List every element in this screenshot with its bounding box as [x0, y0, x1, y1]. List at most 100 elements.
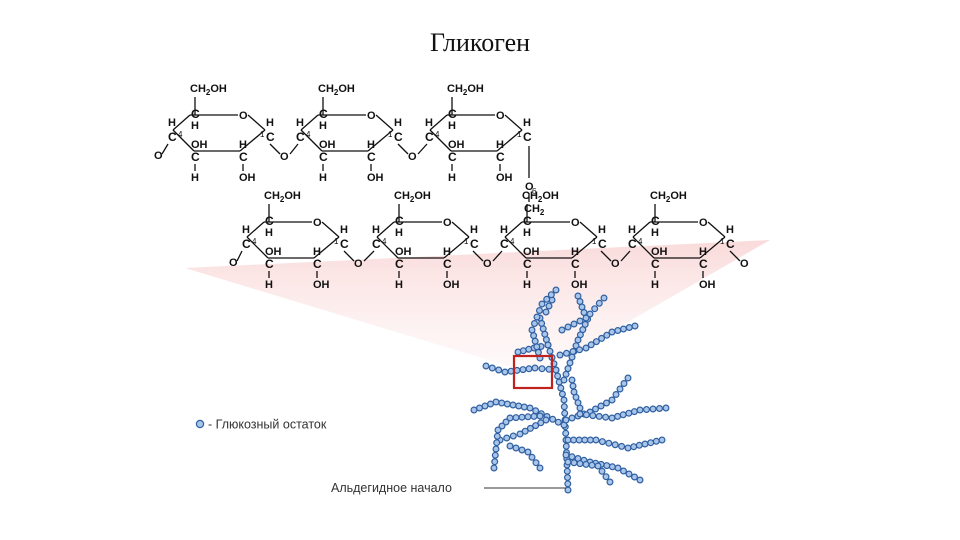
legend: - Глюкозный остаток [195, 418, 327, 432]
glucose-residue-bead [494, 426, 502, 434]
glucose-ring-top-3-c1-number: 1 [517, 130, 522, 139]
glucose-ring-bottom-4-c5-h: H [651, 227, 659, 239]
glucose-residue-bead [624, 444, 632, 452]
glucose-ring-top-2-c4-h: H [296, 117, 304, 129]
glucose-residue-bead [641, 440, 649, 448]
glucose-ring-bottom-1-bond [246, 221, 265, 238]
glucose-ring-bottom-1-bond [321, 221, 340, 238]
bottom-glycosidic-bond [600, 250, 612, 262]
glucose-ring-bottom-3-c4-number: 4 [510, 237, 515, 246]
glucose-ring-bottom-4-c2-label: C [699, 257, 708, 271]
glucose-residue-bead [528, 326, 536, 334]
glucose-residue-bead [493, 439, 501, 447]
glucose-residue-bead [495, 366, 503, 374]
glucose-residue-bead [557, 384, 565, 392]
glucose-ring-top-3-c5-label: C [448, 107, 457, 121]
glucose-ring-top-1-c3-h: H [191, 172, 199, 184]
glucose-ring-bottom-1-bond [246, 236, 269, 259]
glucose-residue-bead [575, 436, 583, 444]
glucose-residue-bead [562, 442, 570, 450]
glucose-ring-top-3-c3-oh: OH [448, 139, 465, 151]
glucose-residue-bead [503, 434, 511, 442]
glucose-residue-bead [542, 416, 550, 424]
glucose-ring-bottom-4-c4-label: C [628, 237, 637, 251]
glucose-residue-bead [625, 409, 633, 417]
glucose-residue-bead [582, 344, 590, 352]
glucose-residue-bead [631, 322, 639, 330]
glucose-residue-bead [558, 326, 566, 334]
glucose-residue-bead [616, 385, 624, 393]
glucose-ring-top-3-c1-h: H [523, 117, 531, 129]
top-glycosidic-oxygen-2: O [408, 151, 417, 163]
glucose-residue-bead [568, 453, 576, 461]
glucose-ring-top-3-ring-oxygen: O [496, 110, 505, 122]
glucose-ring-bottom-1-ring-oxygen: O [313, 217, 322, 229]
glucose-residue-bead [597, 402, 605, 410]
glucose-ring-top-1-bond [239, 129, 266, 152]
glucose-residue-bead [603, 462, 611, 470]
glucose-ring-bottom-4-c1-h: H [726, 224, 734, 236]
glucose-residue-bead [506, 414, 514, 422]
legend-label: - Глюкозный остаток [208, 418, 327, 432]
glucose-ring-bottom-2-c1-h: H [470, 224, 478, 236]
glucose-residue-bead [612, 391, 620, 399]
glucose-residue-bead [619, 411, 627, 419]
glucose-residue-bead [506, 442, 514, 450]
glucose-residue-bead [491, 458, 499, 466]
top-glycosidic-bond [397, 143, 409, 155]
glucose-ring-bottom-3-bond [504, 221, 523, 238]
glucose-residue-bead [570, 436, 578, 444]
glucose-residue-bead [598, 438, 606, 446]
glucose-ring-bottom-2-c3-h: H [395, 279, 403, 291]
glucose-residue-bead [524, 448, 532, 456]
aldehyde-annotation: Альдегидное начало [331, 481, 566, 495]
glucose-residue-bead [530, 332, 538, 340]
glucose-residue-bead [618, 442, 626, 450]
glucose-ring-bottom-2-c3-label: C [395, 257, 404, 271]
glucose-ring-bottom-1-c4-number: 4 [252, 237, 257, 246]
glucose-residue-bead [530, 412, 538, 420]
glucose-ring-bottom-4-ring-oxygen: O [699, 217, 708, 229]
glucose-ring-bottom-3-c2-oh: OH [571, 279, 588, 291]
glucose-residue-bead [509, 401, 517, 409]
glucose-ring-top-1-c5-label: C [191, 107, 200, 121]
top-glycosidic-bond [269, 143, 281, 155]
glucose-residue-bead [544, 341, 552, 349]
glucose-ring-top-3-c5-h: H [448, 120, 456, 132]
glucose-ring-bottom-4-c3-label: C [651, 257, 660, 271]
bottom-glycosidic-bond [492, 250, 503, 262]
bottom-terminal-bond [236, 250, 243, 262]
glucose-residue-bead [592, 338, 600, 346]
glucose-ring-bottom-3-ring-oxygen: O [571, 217, 580, 229]
glucose-ring-bottom-3-bond [571, 236, 598, 259]
glucose-ring-bottom-1-c3-h: H [265, 279, 273, 291]
glucose-residue-bead [482, 362, 490, 370]
glucose-residue-bead [520, 403, 528, 411]
aldehyde-label: Альдегидное начало [331, 481, 452, 495]
glucose-residue-bead [605, 439, 613, 447]
glucose-residue-bead [620, 380, 628, 388]
glucose-residue-bead [619, 467, 627, 475]
glucose-residue-bead [591, 305, 599, 313]
glucose-residue-bead [630, 473, 638, 481]
glucose-residue-bead [649, 405, 657, 413]
glucose-ring-top-2-ring-oxygen: O [367, 110, 376, 122]
glucose-ring-top-1-bond [172, 114, 191, 131]
glucose-residue-bead [528, 453, 536, 461]
glucose-residue-bead [560, 396, 568, 404]
glucose-ring-top-3-c4-label: C [425, 130, 434, 144]
glucose-ring-bottom-1-bond [313, 236, 340, 259]
glucose-residue-bead [564, 365, 572, 373]
bottom-glycosidic-bond [363, 250, 375, 262]
glucose-ring-top-2-bond [375, 114, 394, 131]
glucose-ring-top-3-c1-label: C [523, 130, 532, 144]
glucose-ring-bottom-4-bond [707, 221, 726, 238]
glucose-ring-bottom-1-c1-h: H [340, 224, 348, 236]
glucose-residue-bead [602, 399, 610, 407]
glucose-residue-bead [564, 436, 572, 444]
glucose-ring-top-2-c4-number: 4 [306, 130, 311, 139]
glucose-ring-top-3-c2-h: H [496, 139, 504, 151]
glucose-residue-bead [586, 436, 594, 444]
glucose-residue-bead [498, 399, 506, 407]
